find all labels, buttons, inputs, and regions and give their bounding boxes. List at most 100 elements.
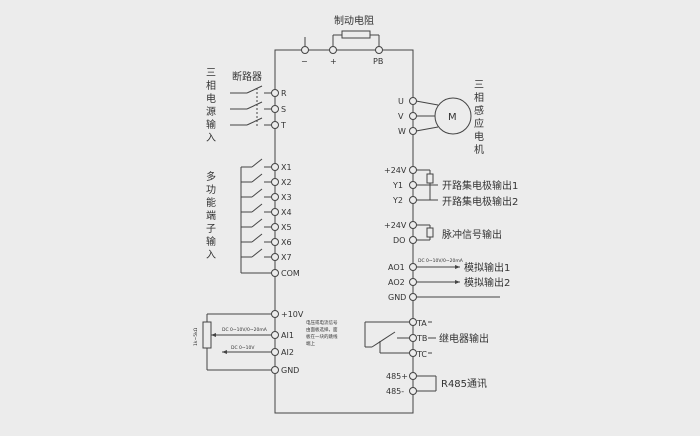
terminal-24v-b [409,221,417,229]
terminal-t [271,121,279,129]
multi-input-label-0: 多 [206,170,216,183]
ai1-range: DC 0~10V/0~20mA [222,327,268,333]
motor-label-4: 电 [474,130,484,143]
motor-symbol [434,97,472,135]
pulse-output-group: +24V DO 脉冲信号输出 [384,221,502,245]
y1-load [426,173,434,184]
terminal-tc-label: TC [416,350,427,359]
analog-input-group: 1k~5kΩ DC 0~10V/0~20mA DC 0~10V +10V AI1… [193,310,338,375]
terminal-tb-label: TB [416,334,427,343]
motor-label-0: 三 [474,80,484,91]
terminal-gnd-right [409,293,417,301]
terminal-x2 [271,178,279,186]
motor-group: U V W M 三 相 感 应 电 机 [398,80,484,156]
terminal-ao1 [409,263,417,271]
analog-note-3: 端上 [306,340,315,347]
terminal-x3 [271,193,279,201]
pb-label: PB [373,57,383,66]
motor-label-2: 感 [474,104,484,117]
terminal-ai2-label: AI2 [281,348,294,357]
terminal-r [271,89,279,97]
terminal-com-label: COM [281,269,300,278]
multi-input-label-6: 入 [206,250,216,261]
ai2-range: DC 0~10V [231,345,255,351]
terminal-v-label: V [398,112,404,121]
terminal-x1-label: X1 [281,163,292,172]
terminal-24v-a-label: +24V [384,166,407,175]
terminal-485p-label: 485+ [386,372,408,381]
pot-label: 1k~5kΩ [193,327,199,346]
terminal-gnd-left-label: GND [281,366,299,375]
multi-input-label-5: 输 [206,235,216,248]
terminal-s [271,105,279,113]
terminal-x2-label: X2 [281,178,292,187]
rs485-group: 485+ 485- R485通讯 [386,372,487,396]
terminal-10v-label: +10V [281,310,304,319]
terminal-w-label: W [398,127,406,136]
terminal-com [271,269,279,277]
motor-label-1: 相 [474,91,484,104]
open-collector-group: +24V Y1 Y2 开路集电极输出1 开路集电极输出2 [384,166,518,208]
three-phase-input-label-2: 电 [206,92,216,105]
three-phase-input-label-4: 输 [206,118,216,131]
analog-note-0: 电压或电流信号 [306,319,338,326]
ao1-arrow [455,265,460,269]
multi-input-label-3: 端 [206,209,216,222]
three-phase-input-label-0: 三 [206,68,216,79]
rs485-label: R485通讯 [441,378,487,390]
analog-note-1: 由面板选择，面 [306,326,338,333]
brake-resistor-group: 制动电阻 − + PB [301,14,383,66]
y1-output-label: 开路集电极输出1 [442,179,518,192]
multi-input-label-2: 能 [206,196,216,209]
terminal-x6-label: X6 [281,238,292,247]
inverter-body [274,49,414,414]
terminal-gnd-right-label: GND [388,293,406,302]
terminal-10v [271,310,279,318]
breaker-label: 断路器 [232,70,262,83]
terminal-v [409,112,417,120]
terminal-ao2 [409,278,417,286]
do-load [426,227,434,238]
terminal-x6 [271,238,279,246]
terminal-ai1 [271,331,279,339]
terminal-ta-label: TA [416,319,427,328]
ao-range: DC 0~10V/0~20mA [418,258,464,264]
multi-input-label-1: 功 [206,184,216,196]
terminal-x5 [271,223,279,231]
terminal-ao2-label: AO2 [388,278,405,287]
pulse-output-label: 脉冲信号输出 [442,228,502,241]
minus-label: − [301,57,308,66]
three-phase-input-label-5: 入 [206,133,216,144]
terminal-y1-label: Y1 [392,181,403,190]
terminal-x7-label: X7 [281,253,292,262]
terminal-ai2 [271,348,279,356]
terminal-x1 [271,163,279,171]
terminal-tc [409,349,417,357]
terminal-485n [409,387,417,395]
terminal-x5-label: X5 [281,223,292,232]
ao1-output-label: 模拟输出1 [464,261,510,274]
motor-label-5: 机 [474,143,484,156]
terminal-x4 [271,208,279,216]
terminal-x3-label: X3 [281,193,292,202]
terminal-minus [301,46,309,54]
terminal-pb [375,46,383,54]
motor-m: M [448,112,457,123]
multi-input-label-4: 子 [206,223,216,235]
terminal-do-label: DO [393,236,405,245]
three-phase-input-label-3: 源 [206,105,216,118]
ao2-arrow [455,280,460,284]
ao2-output-label: 模拟输出2 [464,276,510,289]
terminal-24v-a [409,166,417,174]
analog-output-group: AO1 AO2 GND DC 0~10V/0~20mA 模拟输出1 模拟输出2 [388,258,510,302]
terminal-485p [409,372,417,380]
terminal-y2 [409,196,417,204]
terminal-r-label: R [281,89,287,98]
terminal-w [409,127,417,135]
terminal-24v-b-label: +24V [384,221,407,230]
relay-group: TA TB TC 继电器输出 [364,318,489,359]
multi-input-group: 多 功 能 端 子 输 入 X1 X2 X3 X4 [206,158,300,278]
terminal-x7 [271,253,279,261]
